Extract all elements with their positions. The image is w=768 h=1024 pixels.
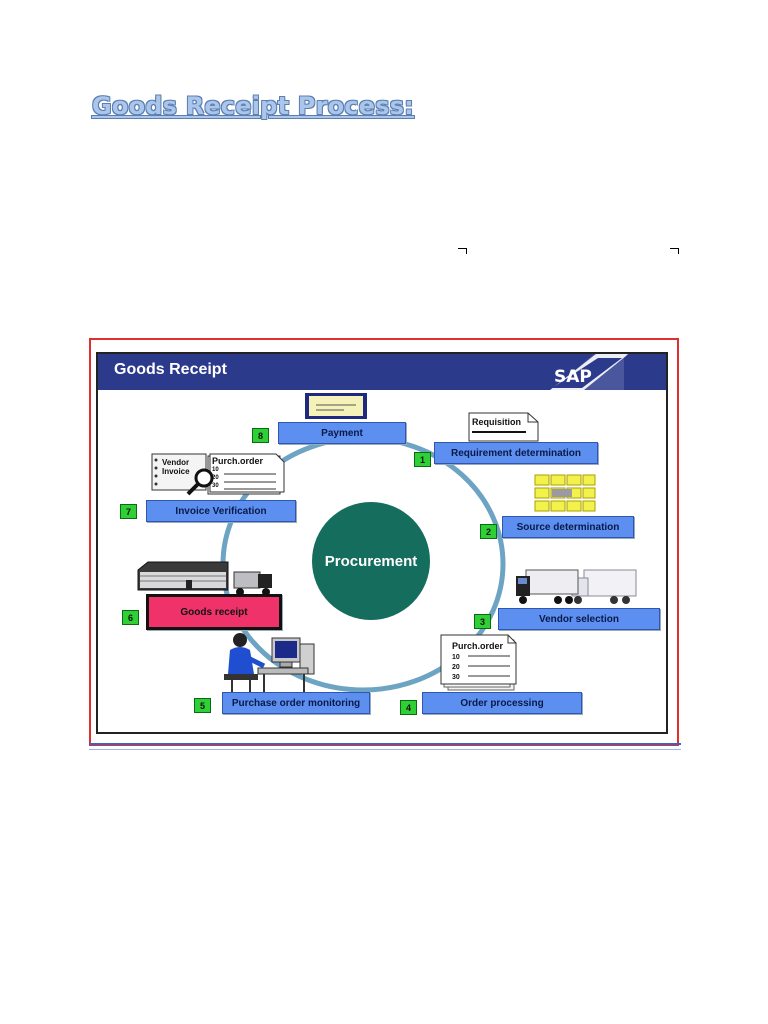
- step-vendor-selection: Vendor selection: [498, 608, 660, 630]
- slide-header: Goods Receipt SAP: [98, 354, 666, 390]
- warehouse-truck-icon: [136, 560, 276, 600]
- step-badge-2: 2: [480, 524, 497, 539]
- step-purchase-order-monitoring-label: Purchase order monitoring: [231, 697, 361, 709]
- trucks-icon: [514, 568, 638, 608]
- corner-mark-right: [670, 248, 679, 254]
- step-payment: Payment: [278, 422, 406, 444]
- purch-order-small-title: Purch.order: [212, 456, 264, 466]
- goods-receipt-slide: Goods Receipt SAP Procurement: [96, 352, 668, 734]
- step-goods-receipt-label: Goods receipt: [180, 606, 248, 618]
- step-badge-5: 5: [194, 698, 211, 713]
- purch-order-small-line-10: 10: [212, 467, 219, 473]
- procurement-hub: Procurement: [312, 502, 430, 620]
- step-invoice-verification: Invoice Verification: [146, 500, 296, 522]
- frame-underline: [89, 743, 681, 750]
- diagram-frame: [89, 338, 679, 746]
- requisition-document-icon: Requisition: [468, 412, 540, 442]
- step-order-processing: Order processing: [422, 692, 582, 714]
- purch-order-large-line-30: 30: [452, 674, 460, 681]
- purch-order-small-line-20: 20: [212, 475, 219, 481]
- step-source-determination-label: Source determination: [516, 521, 620, 533]
- source-grid-icon: [534, 474, 596, 512]
- step-badge-4: 4: [400, 700, 417, 715]
- purch-order-small-line-30: 30: [212, 483, 219, 489]
- computer-user-icon: [220, 630, 320, 696]
- step-vendor-selection-label: Vendor selection: [538, 613, 620, 625]
- requisition-label: Requisition: [472, 417, 521, 427]
- step-payment-label: Payment: [321, 427, 363, 439]
- step-invoice-verification-label: Invoice Verification: [175, 505, 267, 517]
- invoice-doc-vendor: Vendor: [162, 458, 190, 467]
- step-badge-6: 6: [122, 610, 139, 625]
- step-badge-8: 8: [252, 428, 269, 443]
- cheque-icon: [304, 392, 368, 420]
- invoice-magnifier-icon: Vendor Invoice Purch.order 10 20 30: [150, 452, 286, 496]
- step-badge-3: 3: [474, 614, 491, 629]
- purch-order-large-title: Purch.order: [452, 641, 504, 651]
- step-badge-7: 7: [120, 504, 137, 519]
- step-goods-receipt: Goods receipt: [146, 594, 282, 630]
- purch-order-large-line-10: 10: [452, 654, 460, 661]
- document-icon: Purch.order 10 20 30: [440, 634, 520, 692]
- slide-title: Goods Receipt: [114, 361, 227, 378]
- sap-logo: SAP: [548, 354, 628, 390]
- step-purchase-order-monitoring: Purchase order monitoring: [222, 692, 370, 714]
- sap-logo-text: SAP: [554, 367, 592, 387]
- purch-order-large-line-20: 20: [452, 664, 460, 671]
- step-source-determination: Source determination: [502, 516, 634, 538]
- step-badge-1: 1: [414, 452, 431, 467]
- invoice-doc-invoice: Invoice: [162, 467, 190, 476]
- step-requirement-determination: Requirement determination: [434, 442, 598, 464]
- step-order-processing-label: Order processing: [460, 697, 544, 709]
- step-requirement-determination-label: Requirement determination: [450, 447, 582, 459]
- page-heading: Goods Receipt Process:: [92, 92, 414, 120]
- corner-mark-left: [458, 248, 467, 254]
